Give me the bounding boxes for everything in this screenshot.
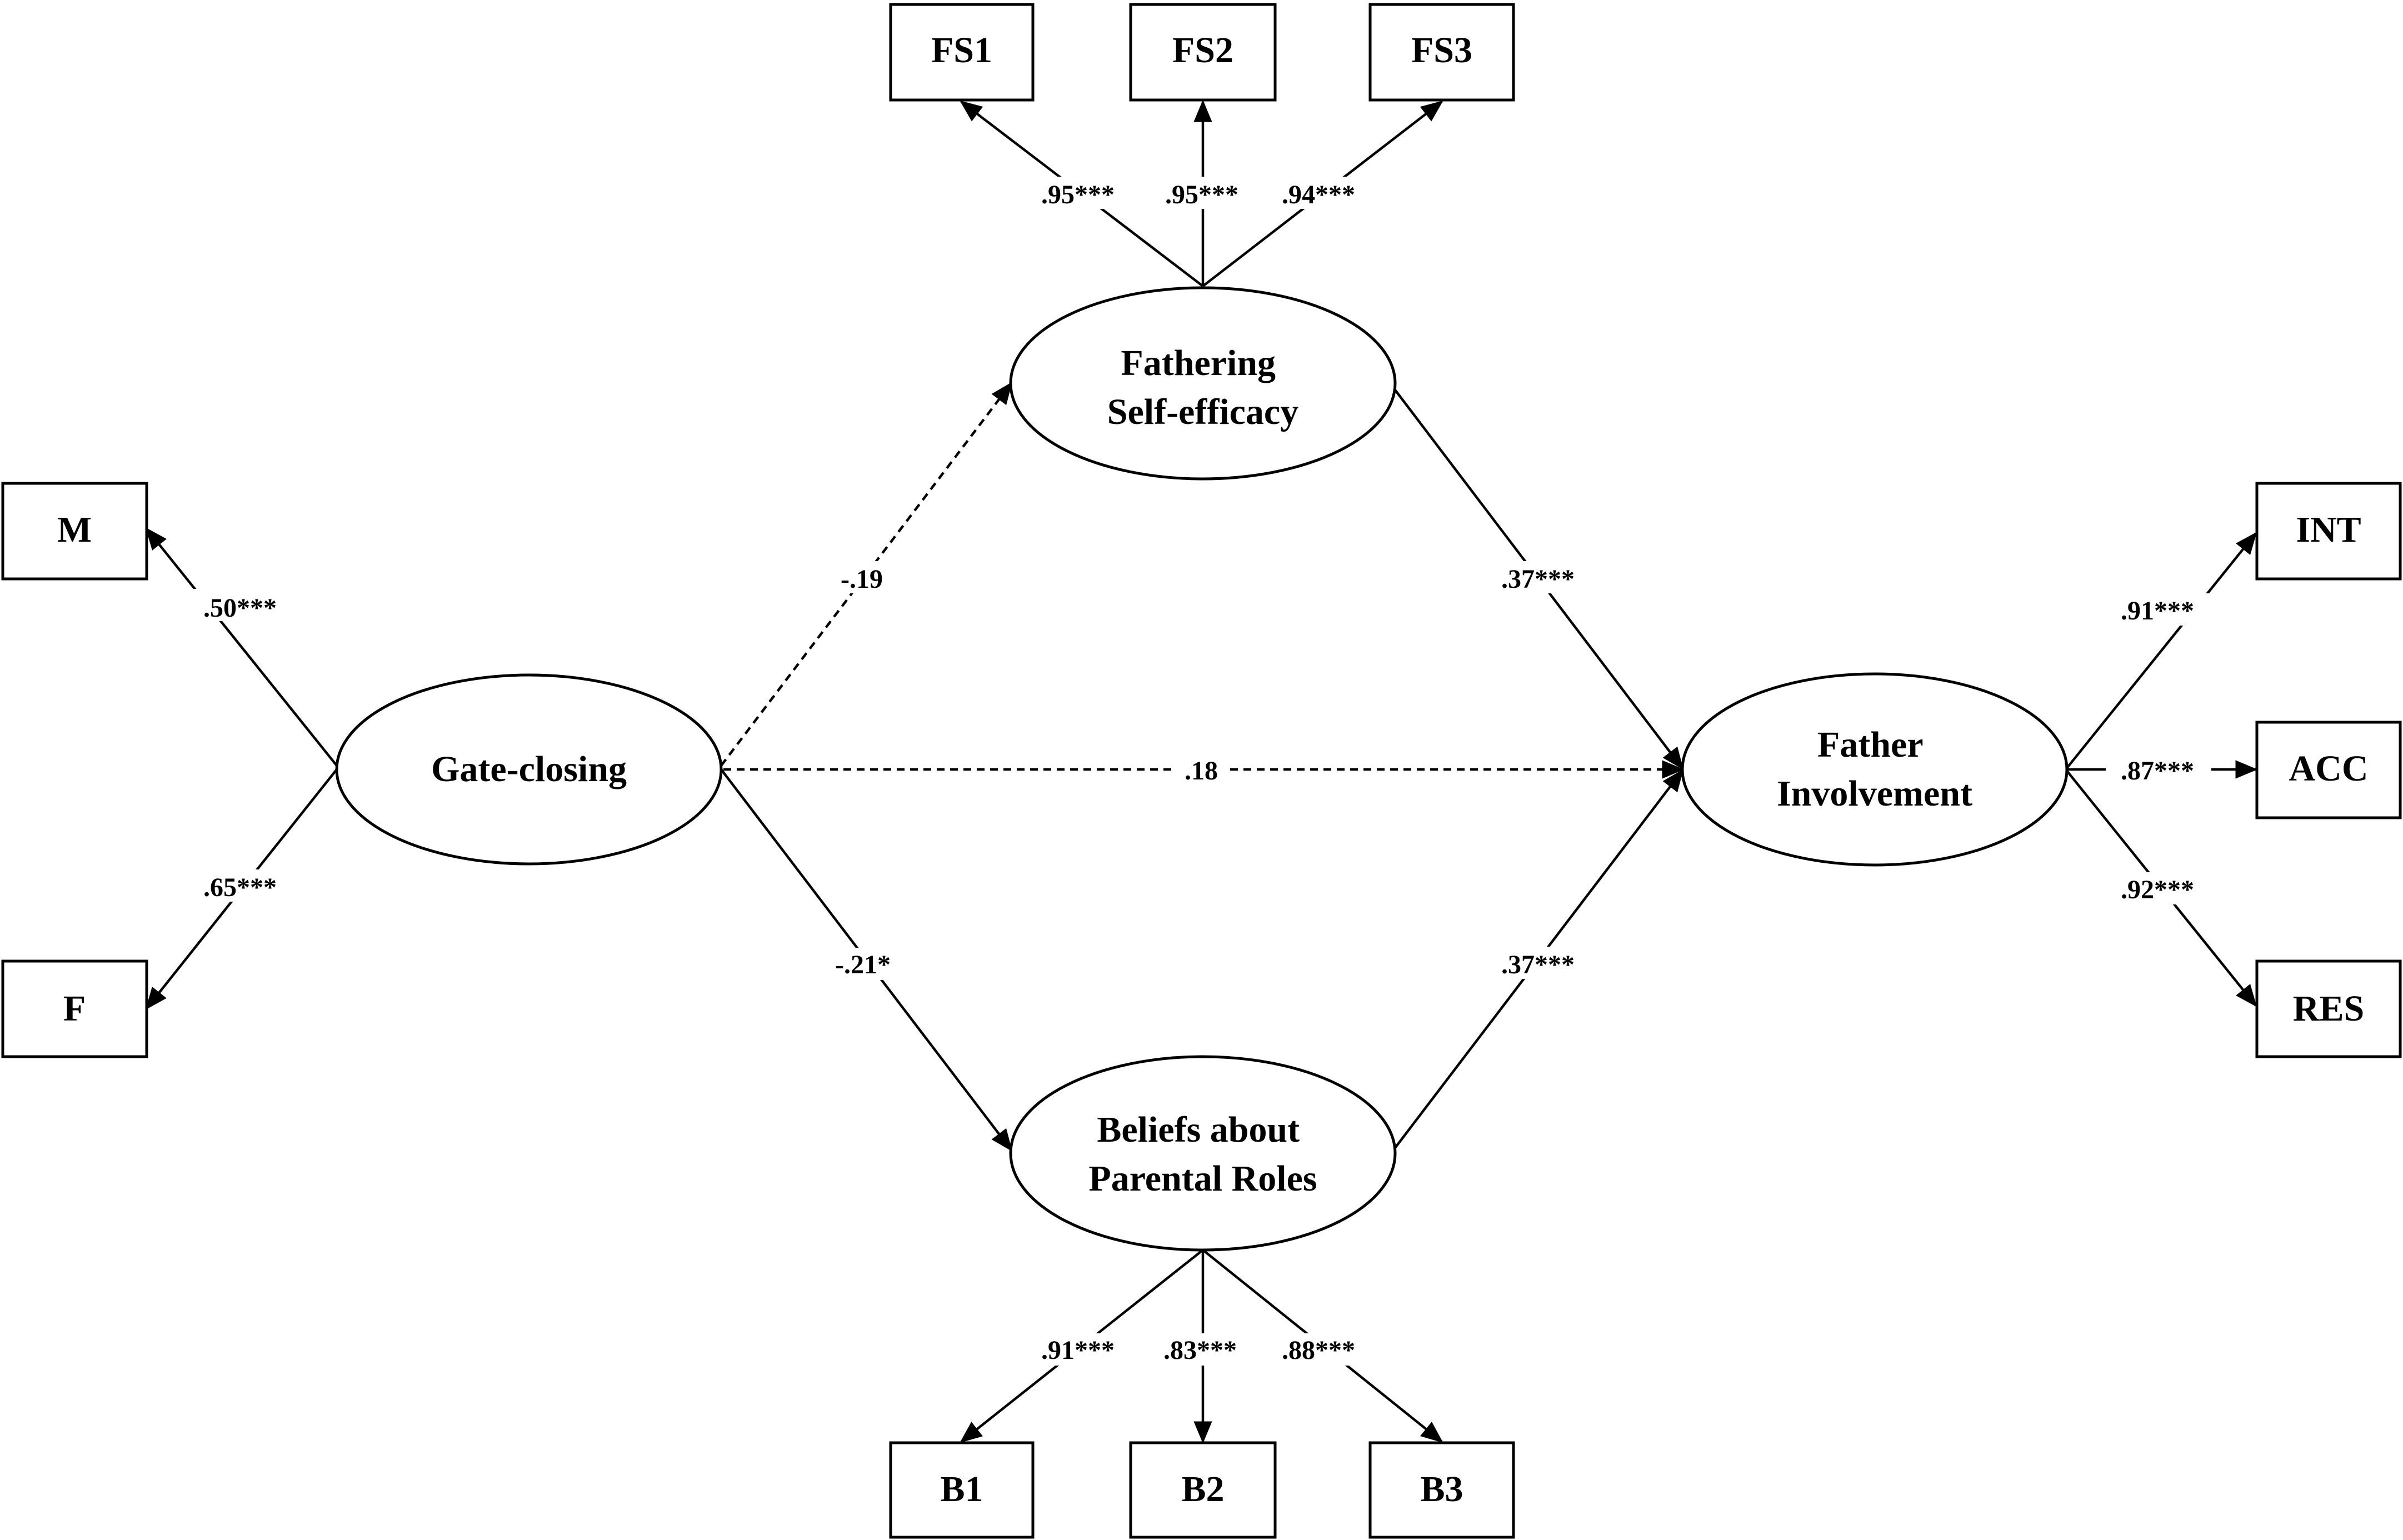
coef-fi-int: .91*** xyxy=(2121,596,2194,626)
coef-gc-fse: -.19 xyxy=(841,564,883,594)
indicator-acc: ACC xyxy=(2255,721,2402,819)
latent-beliefs-parental-roles: Beliefs about Parental Roles xyxy=(1009,1055,1397,1252)
latent-fathering-self-efficacy-line2: Self-efficacy xyxy=(1107,392,1298,432)
indicator-int-label: INT xyxy=(2296,509,2361,550)
coef-fse-fs1: .95*** xyxy=(1041,180,1115,209)
indicator-res-label: RES xyxy=(2293,988,2364,1029)
latent-father-involvement-line1: Father xyxy=(1817,724,1922,765)
coef-gc-fi: .18 xyxy=(1185,756,1218,786)
coef-bpr-b3: .88*** xyxy=(1282,1336,1355,1365)
indicator-b2: B2 xyxy=(1129,1441,1277,1539)
indicator-fs3: FS3 xyxy=(1368,3,1515,102)
indicator-res: RES xyxy=(2255,959,2402,1058)
latent-fathering-self-efficacy-label: Fathering Self-efficacy xyxy=(1107,343,1298,432)
indicator-fs2-label: FS2 xyxy=(1172,30,1233,71)
latent-father-involvement-line2: Involvement xyxy=(1777,773,1972,814)
indicator-fs1-label: FS1 xyxy=(931,30,992,71)
coef-fi-res: .92*** xyxy=(2121,875,2194,904)
latent-gate-closing-label: Gate-closing xyxy=(431,749,627,789)
latent-gate-closing: Gate-closing xyxy=(335,673,723,866)
coef-gc-bpr: -.21* xyxy=(835,950,891,979)
indicator-b1-label: B1 xyxy=(940,1469,983,1509)
indicator-m: M xyxy=(1,482,148,581)
indicator-fs2: FS2 xyxy=(1129,3,1277,102)
indicator-fs3-label: FS3 xyxy=(1411,30,1472,71)
indicator-f: F xyxy=(1,959,148,1058)
coef-fse-fs3: .94*** xyxy=(1282,180,1355,209)
latent-beliefs-parental-roles-line2: Parental Roles xyxy=(1088,1158,1317,1199)
latent-beliefs-parental-roles-line1: Beliefs about xyxy=(1097,1109,1300,1150)
coef-bpr-fi: .37*** xyxy=(1501,950,1575,979)
indicator-acc-label: ACC xyxy=(2289,748,2369,789)
edge-labels: .95*** .95*** .94*** .50*** .65*** -.19 … xyxy=(186,177,2211,1366)
latent-fathering-self-efficacy: Fathering Self-efficacy xyxy=(1009,286,1397,481)
indicator-fs1: FS1 xyxy=(889,3,1035,102)
indicator-b3-label: B3 xyxy=(1420,1469,1463,1509)
coef-bpr-b1: .91*** xyxy=(1041,1336,1115,1365)
coef-fse-fs2: .95*** xyxy=(1165,180,1238,209)
indicator-b3: B3 xyxy=(1368,1441,1515,1539)
latent-father-involvement-label: Father Involvement xyxy=(1777,724,1972,814)
indicator-int: INT xyxy=(2255,482,2402,581)
latent-beliefs-parental-roles-label: Beliefs about Parental Roles xyxy=(1088,1109,1317,1199)
latent-father-involvement: Father Involvement xyxy=(1681,672,2069,867)
path-gc-m xyxy=(145,527,338,767)
path-fi-int xyxy=(2065,532,2257,771)
indicator-m-label: M xyxy=(57,509,92,550)
indicator-b1: B1 xyxy=(889,1441,1035,1539)
coef-bpr-b2: .83*** xyxy=(1163,1336,1237,1365)
indicator-f-label: F xyxy=(63,988,86,1029)
coef-fse-fi: .37*** xyxy=(1501,564,1575,594)
coef-gc-m: .50*** xyxy=(203,593,277,623)
coef-gc-f: .65*** xyxy=(203,873,277,902)
latent-fathering-self-efficacy-line1: Fathering xyxy=(1121,343,1276,383)
coef-fi-acc: .87*** xyxy=(2121,756,2194,786)
indicator-b2-label: B2 xyxy=(1181,1469,1224,1509)
